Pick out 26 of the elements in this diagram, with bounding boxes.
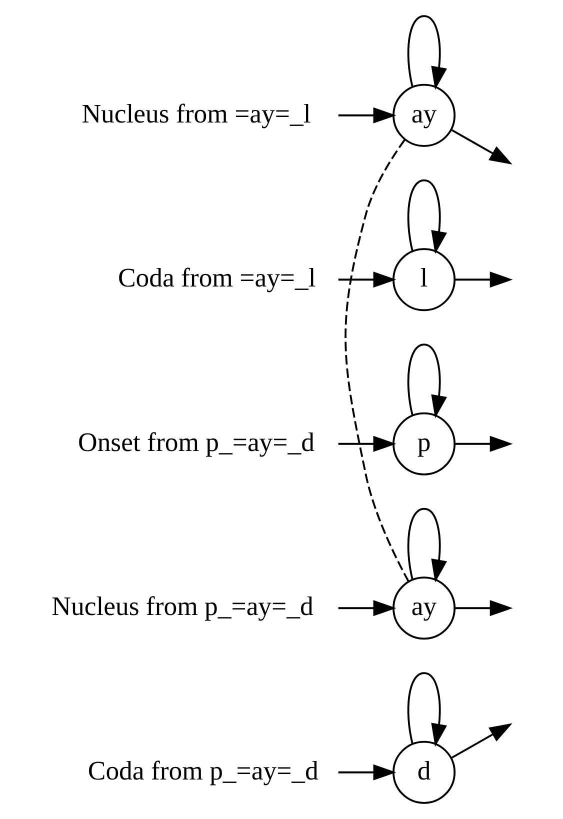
arrow (406, 179, 446, 254)
arrow (338, 764, 396, 780)
arrow (406, 15, 446, 90)
node-label: Onset from p_=ay=_d (78, 426, 314, 457)
arrow (338, 272, 396, 288)
node-circle: l (392, 248, 456, 312)
arrow (338, 600, 396, 616)
node-label: Nucleus from =ay=_l (81, 98, 310, 128)
connector (344, 139, 409, 582)
node-label: Coda from p_=ay=_d (87, 755, 318, 786)
node-circle: ay (392, 84, 456, 147)
node-circle: ay (392, 576, 456, 640)
arrow (454, 436, 512, 452)
arrow (454, 600, 512, 616)
node-label: Coda from =ay=_l (117, 262, 316, 293)
arrow (406, 344, 446, 418)
node-circle: d (392, 740, 456, 804)
arrow (406, 672, 446, 747)
node-label: Nucleus from p_=ay=_d (51, 591, 313, 622)
arrow (338, 436, 396, 452)
arrow (450, 129, 512, 164)
arrow (454, 272, 512, 288)
node-circle: p (392, 412, 456, 476)
arrow (450, 723, 512, 759)
arrow (406, 508, 446, 582)
arrow (338, 107, 396, 124)
